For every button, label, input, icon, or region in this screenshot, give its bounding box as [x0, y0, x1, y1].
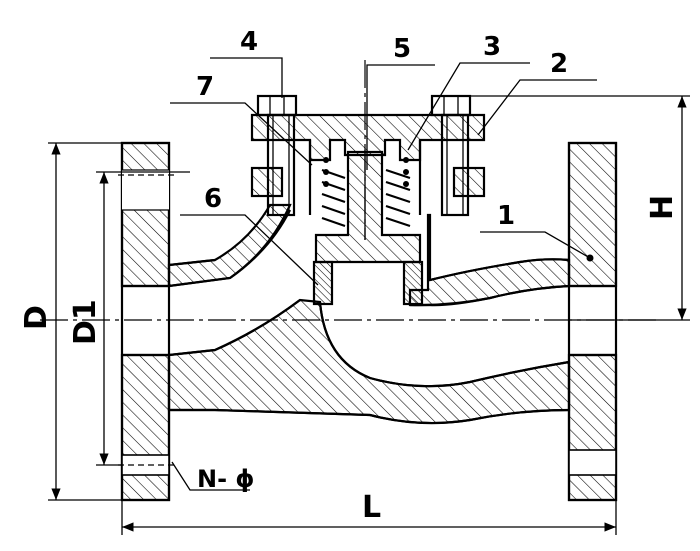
- callout-1: 1: [497, 201, 515, 231]
- callout-3: 3: [483, 32, 501, 62]
- bolt-holes-label: N- ϕ: [197, 465, 255, 493]
- left-flange: [118, 141, 175, 502]
- valve-body: [167, 203, 571, 425]
- bolt-right: [430, 94, 472, 217]
- callout-5: 5: [393, 34, 411, 64]
- callout-4: 4: [240, 27, 258, 57]
- right-flange: [567, 141, 618, 502]
- callout-6: 6: [204, 184, 222, 214]
- dimension-d1-label: D1: [68, 299, 103, 345]
- callout-7: 7: [196, 72, 214, 102]
- dimension-l-label: L: [362, 490, 381, 525]
- dimension-lines: [48, 95, 690, 535]
- dimension-h-label: H: [645, 195, 680, 220]
- callout-leaders: [170, 57, 597, 286]
- dimension-d-label: D: [19, 305, 54, 330]
- disc-stem: [314, 150, 422, 264]
- seat-ring: [312, 260, 424, 306]
- callout-2: 2: [550, 49, 568, 79]
- bolt-left: [256, 94, 298, 217]
- spring: [321, 157, 411, 228]
